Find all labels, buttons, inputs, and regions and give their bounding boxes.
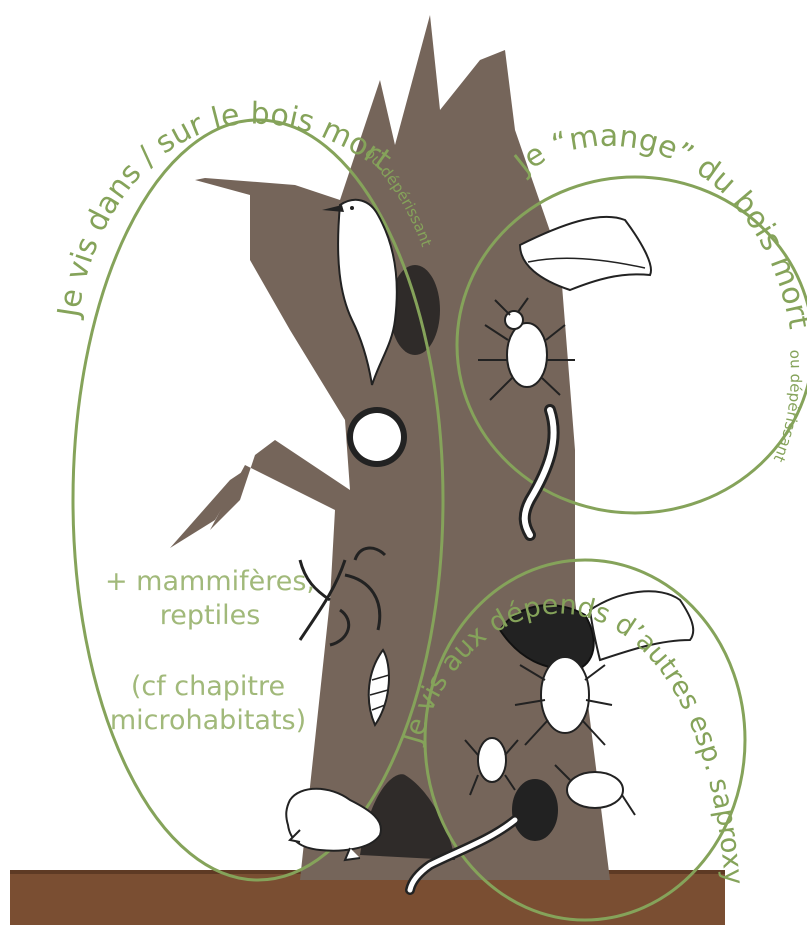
puffball-icon (347, 407, 407, 467)
note-mammals-line1: + mammifères, (100, 565, 320, 599)
note-mammals-line2: reptiles (100, 599, 320, 633)
note-chapter: (cf chapitre microhabitats) (88, 670, 328, 738)
note-mammals: + mammifères, reptiles (100, 565, 320, 633)
branch-tip (170, 470, 245, 548)
tree-hollow (390, 265, 440, 355)
note-chapter-line2: microhabitats) (88, 704, 328, 738)
label-eats-suffix: ou dépérissant (770, 349, 805, 465)
note-chapter-line1: (cf chapitre (88, 670, 328, 704)
